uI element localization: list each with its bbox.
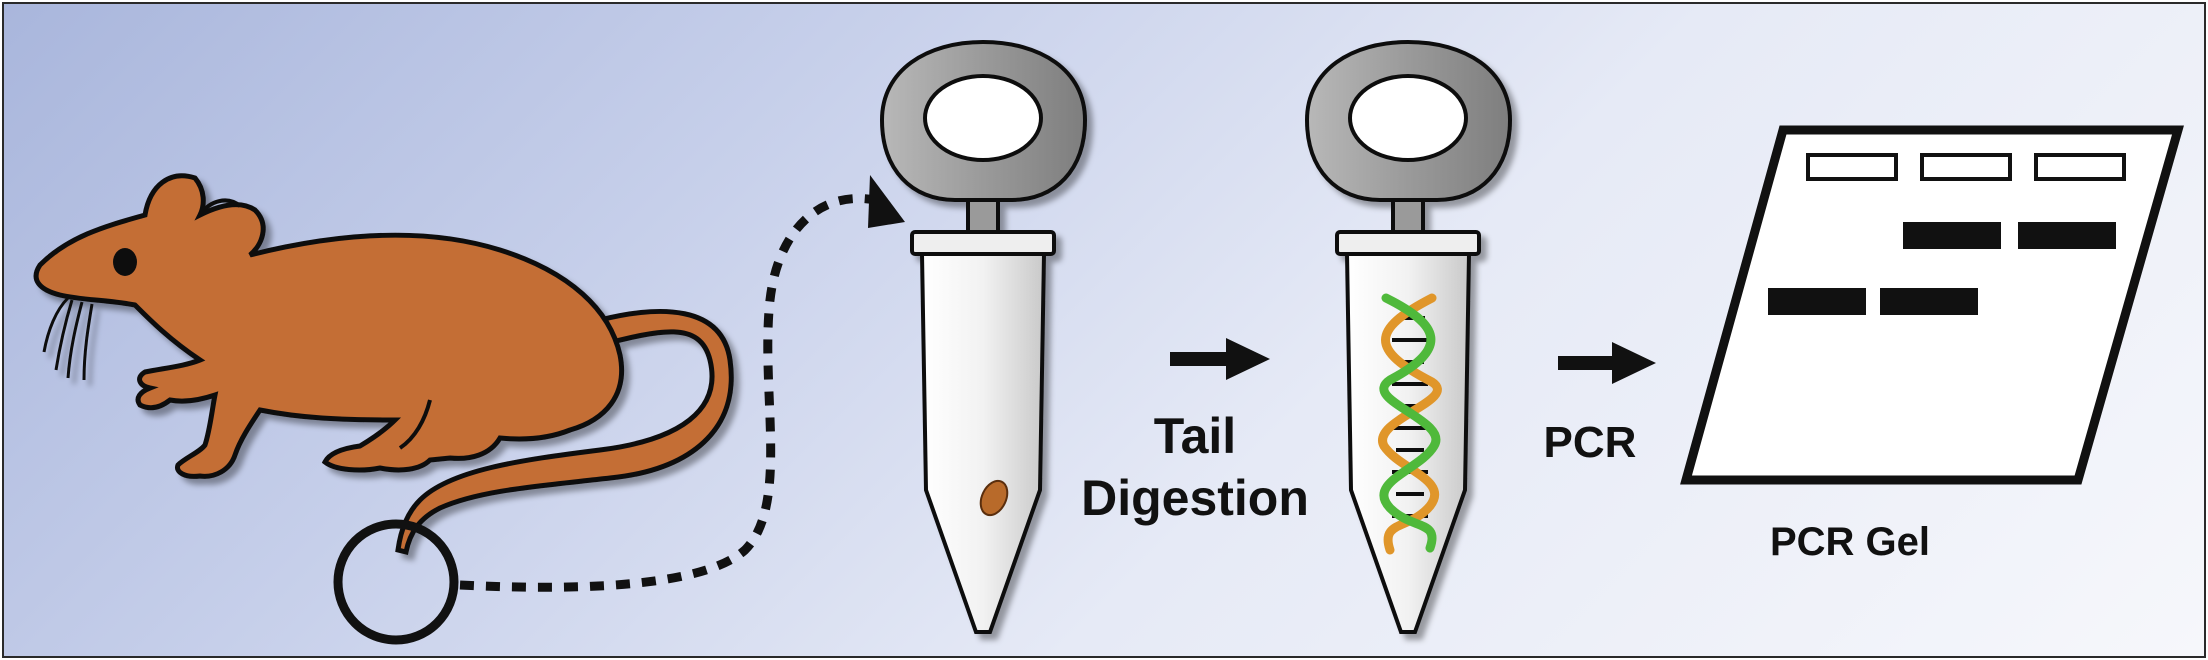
tube-body bbox=[1344, 252, 1472, 634]
gel-well-2 bbox=[1920, 153, 2012, 181]
dotted-transfer-path bbox=[459, 194, 876, 592]
arrow-digestion bbox=[1170, 338, 1270, 380]
pcr-label: PCR bbox=[1543, 418, 1637, 467]
mouse-body bbox=[33, 173, 624, 479]
gel-band-lane1-lower bbox=[1768, 288, 1866, 315]
pcr-gel bbox=[1680, 125, 2184, 485]
tail-sample-circle bbox=[333, 519, 459, 645]
gel-band-lane2-upper bbox=[1903, 222, 2001, 249]
mouse-ear bbox=[198, 198, 242, 217]
mouse-eye bbox=[113, 248, 137, 276]
dotted-arrowhead bbox=[868, 175, 905, 228]
tail-digestion-label-line1: Tail bbox=[1153, 408, 1237, 464]
pcr-gel-label: PCR Gel bbox=[1769, 520, 1931, 564]
mouse-whiskers bbox=[42, 296, 94, 381]
tube-body bbox=[919, 252, 1047, 634]
tube-tissue bbox=[879, 39, 1088, 634]
mouse-leg-detail bbox=[398, 399, 432, 450]
gel-band-lane3-upper bbox=[2018, 222, 2116, 249]
gel-well-3 bbox=[2034, 153, 2126, 181]
mouse-illustration bbox=[33, 173, 734, 556]
tube-rim bbox=[910, 230, 1056, 256]
tube-rim bbox=[1335, 230, 1481, 256]
gel-well-1 bbox=[1806, 153, 1898, 181]
tube-cap-hole bbox=[1348, 74, 1468, 162]
tube-dna bbox=[1304, 39, 1513, 634]
dna-strand-green bbox=[1379, 293, 1441, 553]
tail-tissue-sample bbox=[979, 479, 1009, 517]
gel-band-lane2-lower bbox=[1880, 288, 1978, 315]
mouse-tail bbox=[395, 308, 734, 556]
tube-cap-hole bbox=[923, 74, 1043, 162]
tail-digestion-label-line2: Digestion bbox=[1081, 470, 1309, 526]
arrow-pcr bbox=[1558, 342, 1656, 384]
dna-strand-orange bbox=[1378, 293, 1442, 555]
dna-helix bbox=[1378, 293, 1442, 555]
tail-digestion-label: Tail Digestion bbox=[1080, 405, 1310, 529]
